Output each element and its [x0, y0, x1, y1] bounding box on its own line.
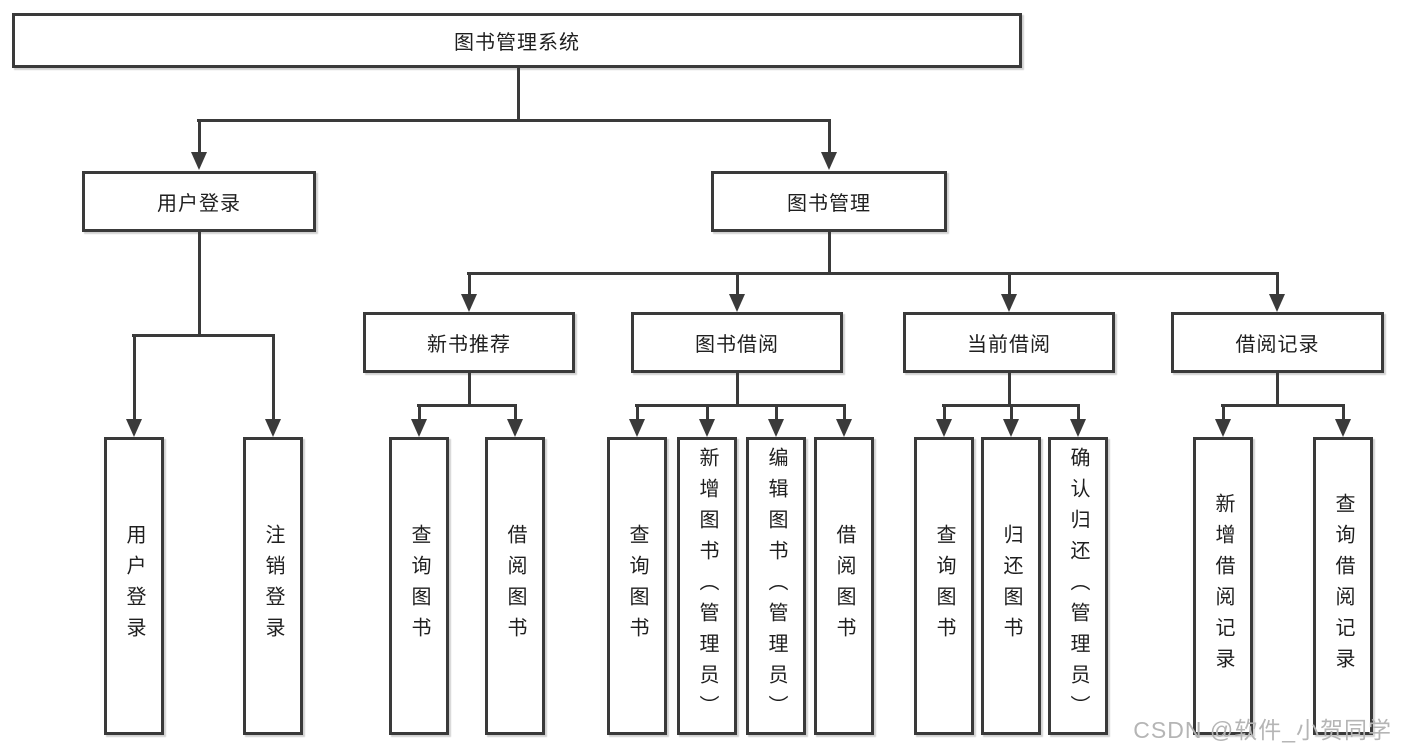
- node-leaf-add-books-admin: 新增图书（管理员）: [677, 437, 737, 735]
- node-leaf-add-borrow-record: 新增借阅记录: [1193, 437, 1253, 735]
- node-leaf-query-borrow-record: 查询借阅记录: [1313, 437, 1373, 735]
- connector-line: [1275, 272, 1279, 296]
- node-user-login: 用户登录: [82, 171, 316, 232]
- node-label: 借阅记录: [1235, 334, 1320, 356]
- connector-line: [774, 404, 778, 421]
- connector-line: [635, 404, 639, 421]
- node-book-borrowing: 图书借阅: [631, 312, 843, 373]
- connector-line: [635, 403, 846, 407]
- node-current-borrowing: 当前借阅: [903, 312, 1115, 373]
- connector-line: [735, 272, 739, 296]
- connector-line: [467, 272, 471, 296]
- node-borrowing-records: 借阅记录: [1171, 312, 1384, 373]
- connector-line: [705, 404, 709, 421]
- connector-line: [132, 333, 275, 337]
- node-label: 图书管理: [787, 193, 871, 215]
- arrow-down-icon: [1269, 294, 1285, 312]
- node-leaf-edit-books-admin: 编辑图书（管理员）: [746, 437, 806, 735]
- node-label: 查询图书: [408, 524, 430, 648]
- node-new-book-recommendation: 新书推荐: [363, 312, 575, 373]
- connector-line: [1221, 404, 1225, 421]
- connector-line: [417, 403, 517, 407]
- arrow-down-icon: [1001, 294, 1017, 312]
- node-label: 注销登录: [262, 524, 284, 648]
- node-label: 查询图书: [626, 524, 648, 648]
- node-leaf-query-books-2: 查询图书: [607, 437, 667, 735]
- arrow-down-icon: [461, 294, 477, 312]
- connector-line: [827, 119, 831, 153]
- connector-line: [1221, 403, 1345, 407]
- arrow-down-icon: [1215, 419, 1231, 437]
- connector-line: [942, 404, 946, 421]
- watermark: CSDN @软件_小贺同学: [1133, 717, 1392, 743]
- node-label: 查询图书: [933, 524, 955, 648]
- node-label: 编辑图书（管理员）: [765, 446, 787, 726]
- connector-line: [1076, 404, 1080, 421]
- node-label: 新增图书（管理员）: [696, 446, 718, 726]
- node-label: 用户登录: [123, 524, 145, 648]
- connector-line: [516, 68, 520, 120]
- connector-line: [1275, 373, 1279, 406]
- connector-line: [513, 404, 517, 421]
- arrow-down-icon: [821, 152, 837, 170]
- node-label: 查询借阅记录: [1332, 493, 1354, 679]
- node-leaf-borrow-books-1: 借阅图书: [485, 437, 545, 735]
- node-label: 图书管理系统: [454, 32, 580, 54]
- connector-line: [467, 271, 1279, 275]
- node-leaf-logout: 注销登录: [243, 437, 303, 735]
- connector-line: [467, 373, 471, 406]
- connector-line: [735, 373, 739, 406]
- node-label: 归还图书: [1000, 524, 1022, 648]
- node-label: 当前借阅: [967, 334, 1051, 356]
- node-label: 新书推荐: [427, 334, 511, 356]
- connector-line: [197, 232, 201, 336]
- arrow-down-icon: [265, 419, 281, 437]
- node-book-management: 图书管理: [711, 171, 947, 232]
- connector-line: [1009, 404, 1013, 421]
- arrow-down-icon: [1070, 419, 1086, 437]
- node-leaf-query-books-1: 查询图书: [389, 437, 449, 735]
- arrow-down-icon: [191, 152, 207, 170]
- connector-line: [197, 118, 831, 122]
- node-leaf-return-books: 归还图书: [981, 437, 1041, 735]
- arrow-down-icon: [411, 419, 427, 437]
- arrow-down-icon: [507, 419, 523, 437]
- connector-line: [132, 334, 136, 421]
- node-label: 借阅图书: [833, 524, 855, 648]
- arrow-down-icon: [126, 419, 142, 437]
- connector-line: [271, 334, 275, 421]
- arrow-down-icon: [1003, 419, 1019, 437]
- node-label: 用户登录: [157, 193, 241, 215]
- node-leaf-confirm-return-admin: 确认归还（管理员）: [1048, 437, 1108, 735]
- connector-line: [842, 404, 846, 421]
- arrow-down-icon: [699, 419, 715, 437]
- arrow-down-icon: [936, 419, 952, 437]
- connector-line: [942, 403, 1080, 407]
- connector-line: [417, 404, 421, 421]
- connector-line: [1341, 404, 1345, 421]
- connector-line: [1007, 373, 1011, 406]
- arrow-down-icon: [1335, 419, 1351, 437]
- node-leaf-borrow-books-2: 借阅图书: [814, 437, 874, 735]
- connector-line: [197, 119, 201, 153]
- node-label: 借阅图书: [504, 524, 526, 648]
- arrow-down-icon: [629, 419, 645, 437]
- node-label: 图书借阅: [695, 334, 779, 356]
- node-library-management-system: 图书管理系统: [12, 13, 1022, 68]
- connector-line: [827, 232, 831, 274]
- node-leaf-query-books-3: 查询图书: [914, 437, 974, 735]
- node-label: 确认归还（管理员）: [1067, 446, 1089, 726]
- arrow-down-icon: [836, 419, 852, 437]
- arrow-down-icon: [768, 419, 784, 437]
- node-leaf-user-login: 用户登录: [104, 437, 164, 735]
- arrow-down-icon: [729, 294, 745, 312]
- node-label: 新增借阅记录: [1212, 493, 1234, 679]
- connector-line: [1007, 272, 1011, 296]
